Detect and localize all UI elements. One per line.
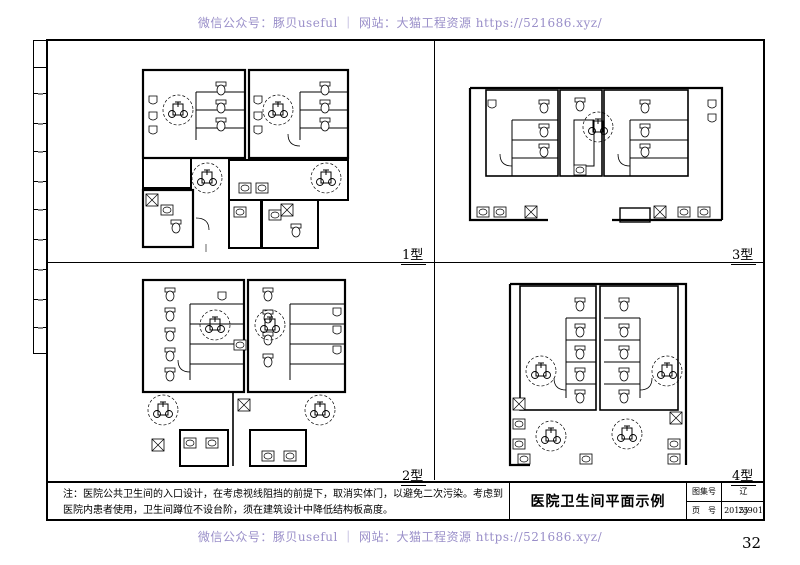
plan-type3 [468, 86, 724, 223]
design-note: 注：医院公共卫生间的入口设计，在考虑视线阻挡的前提下，取消实体门，以避免二次污染… [63, 489, 503, 516]
plan-type4 [508, 282, 688, 467]
drawing-frame [46, 39, 765, 521]
watermark-bottom: 微信公众号：豚贝useful ｜ 网站：大猫工程资源 https://52168… [197, 530, 603, 544]
plan-type2 [141, 278, 347, 467]
page-number-label: 页 号 [687, 501, 722, 520]
title-block: 图集号 辽2015J901 页 号 25 [686, 482, 765, 520]
title-block-divider [47, 481, 765, 483]
atlas-number-value: 辽2015J901 [724, 487, 763, 515]
quadrant-divider-vertical [434, 40, 435, 480]
note-divider [509, 482, 510, 520]
atlas-number-label: 图集号 [687, 482, 722, 501]
page-number-value: 25 [738, 506, 749, 515]
page-number: 32 [742, 534, 762, 552]
watermark-top: 微信公众号：豚贝useful ｜ 网站：大猫工程资源 https://52168… [197, 16, 603, 30]
plan-label-type2: 2型 [401, 465, 427, 486]
plan-label-type4: 4型 [731, 465, 757, 486]
drawing-title: 医院卫生间平面示例 [530, 494, 666, 510]
plan-label-type1: 1型 [401, 244, 427, 265]
plan-label-type3: 3型 [731, 244, 757, 265]
quadrant-divider-horizontal [47, 262, 765, 263]
plan-type1 [141, 68, 350, 249]
